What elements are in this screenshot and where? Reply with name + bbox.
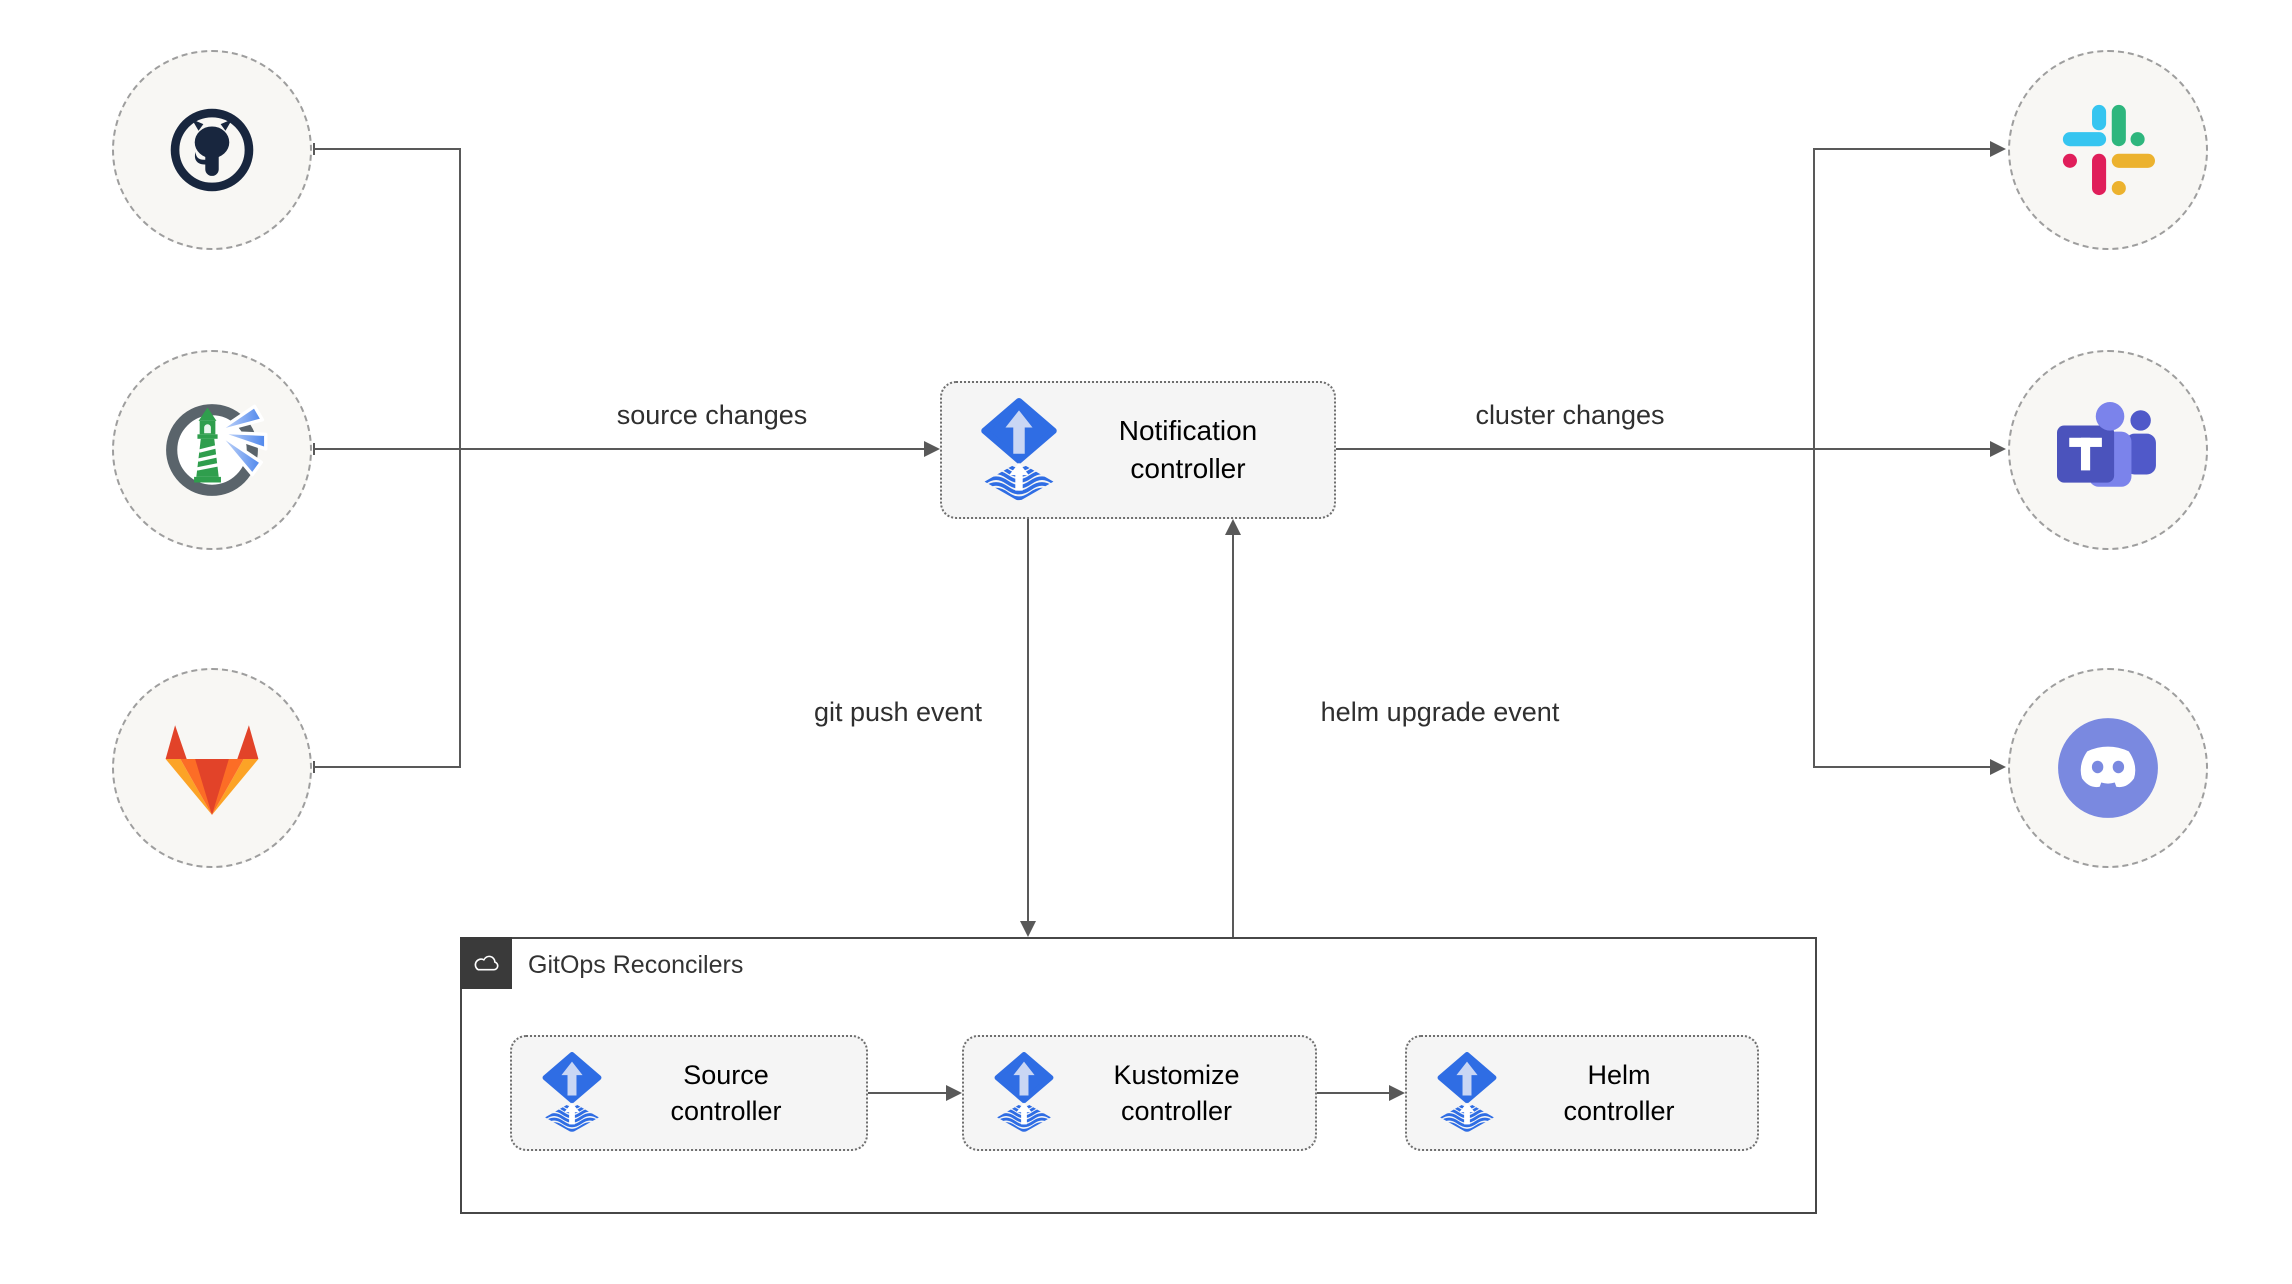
discord-icon bbox=[2056, 716, 2160, 820]
source-node-gitlab bbox=[112, 668, 312, 868]
source-node-github bbox=[112, 50, 312, 250]
slack-icon bbox=[2061, 103, 2155, 197]
flux-icon bbox=[1435, 1052, 1499, 1134]
label-line: controller bbox=[1120, 1096, 1233, 1126]
edge-gitlab-stub bbox=[314, 766, 460, 768]
label-line: Notification bbox=[1118, 415, 1258, 447]
flux-icon bbox=[978, 398, 1060, 503]
gitops-reconcilers-container: GitOps Reconcilers Source controller Kus… bbox=[460, 937, 1817, 1214]
edge-label-cluster-changes: cluster changes bbox=[1475, 400, 1665, 430]
edge-label-git-push-event: git push event bbox=[813, 697, 983, 727]
arrowhead-right-icon bbox=[924, 441, 940, 457]
edge-slack-line bbox=[1814, 148, 1992, 150]
arrowhead-right-icon bbox=[1990, 759, 2006, 775]
arrowhead-right-icon bbox=[1990, 141, 2006, 157]
edge-github-stub bbox=[314, 148, 460, 150]
edge-label-source-changes: source changes bbox=[616, 400, 808, 430]
arrowhead-right-icon bbox=[1389, 1085, 1405, 1101]
source-node-harbor bbox=[112, 350, 312, 550]
arrowhead-right-icon bbox=[1990, 441, 2006, 457]
ms-teams-icon bbox=[2057, 399, 2159, 501]
node-source-controller: Source controller bbox=[510, 1035, 868, 1151]
node-notification-controller: Notification controller bbox=[940, 381, 1336, 519]
source-controller-label: Source controller bbox=[604, 1057, 866, 1130]
gitlab-icon bbox=[159, 720, 265, 817]
label-line: controller bbox=[1563, 1096, 1675, 1126]
node-kustomize-controller: Kustomize controller bbox=[962, 1035, 1317, 1151]
edge-git-push-line bbox=[1027, 519, 1029, 923]
flux-icon bbox=[992, 1052, 1056, 1134]
notification-controller-label: Notification controller bbox=[1060, 412, 1334, 488]
arrowhead-down-icon bbox=[1020, 921, 1036, 937]
github-icon bbox=[164, 102, 260, 198]
receiver-node-slack bbox=[2008, 50, 2208, 250]
label-line: Kustomize bbox=[1113, 1059, 1240, 1090]
node-helm-controller: Helm controller bbox=[1405, 1035, 1759, 1151]
kustomize-controller-label: Kustomize controller bbox=[1056, 1057, 1315, 1130]
receiver-node-ms-teams bbox=[2008, 350, 2208, 550]
edge-helm-upgrade-line bbox=[1232, 533, 1234, 937]
label-line: controller bbox=[1130, 453, 1246, 484]
edge-source-to-kustomize bbox=[868, 1092, 948, 1094]
receiver-node-discord bbox=[2008, 668, 2208, 868]
edge-kustomize-to-helm bbox=[1317, 1092, 1391, 1094]
gitops-header-tile bbox=[460, 937, 512, 989]
edge-receivers-vertical bbox=[1813, 148, 1815, 768]
arrowhead-up-icon bbox=[1225, 519, 1241, 535]
label-line: controller bbox=[670, 1096, 782, 1126]
edge-discord-line bbox=[1814, 766, 1992, 768]
label-line: Source bbox=[683, 1059, 769, 1090]
edge-label-helm-upgrade-event: helm upgrade event bbox=[1320, 697, 1560, 727]
cloud-icon bbox=[469, 951, 503, 975]
gitops-container-title: GitOps Reconcilers bbox=[528, 951, 744, 979]
edge-source-changes-line bbox=[314, 448, 926, 450]
flux-icon bbox=[540, 1052, 604, 1134]
label-line: Helm bbox=[1587, 1059, 1651, 1090]
arrowhead-right-icon bbox=[946, 1085, 962, 1101]
edge-sources-vertical bbox=[459, 148, 461, 768]
harbor-icon bbox=[156, 394, 268, 506]
edge-cluster-changes-line bbox=[1336, 448, 1992, 450]
helm-controller-label: Helm controller bbox=[1499, 1057, 1757, 1130]
